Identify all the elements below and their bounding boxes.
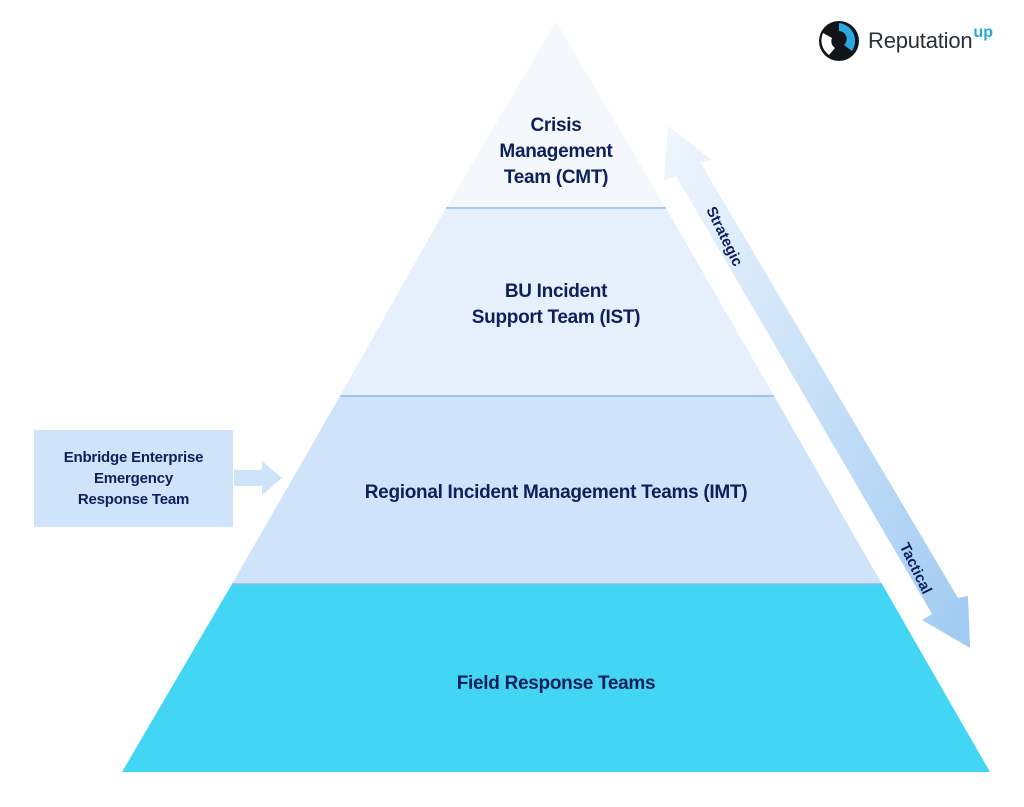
side-box-arrow-icon <box>234 461 282 495</box>
side-box-line: Response Team <box>77 491 190 508</box>
logo-wordmark: Reputation <box>868 28 973 53</box>
tier-label-imt: Regional Incident Management Teams (IMT) <box>300 480 812 506</box>
tier-bu-incident-support <box>340 208 774 396</box>
tier-label-line: Management <box>499 141 613 162</box>
reputationup-logo-mark-icon <box>819 21 859 61</box>
tier-label-field: Field Response Teams <box>356 671 756 697</box>
tier-regional-incident-management <box>232 396 882 584</box>
tier-field-response <box>122 584 990 772</box>
reputationup-logo: Reputation up <box>818 18 993 64</box>
tier-label-line: Team (CMT) <box>503 167 609 188</box>
tier-label-cmt: Crisis Management Team (CMT) <box>446 113 666 191</box>
logo-superscript: up <box>973 24 993 41</box>
strategic-tactical-arrow <box>664 126 970 648</box>
tier-label-line: BU Incident <box>504 281 608 302</box>
tier-label-line: Field Response Teams <box>456 673 656 694</box>
side-box-line: Emergency <box>93 470 174 487</box>
enbridge-response-team-box: Enbridge Enterprise Emergency Response T… <box>34 430 233 527</box>
tier-label-ist: BU Incident Support Team (IST) <box>406 279 706 331</box>
tier-label-line: Support Team (IST) <box>471 307 641 328</box>
tier-label-line: Regional Incident Management Teams (IMT) <box>364 482 748 503</box>
side-box-line: Enbridge Enterprise <box>63 449 204 466</box>
tier-crisis-management <box>446 22 666 208</box>
tier-label-line: Crisis <box>530 115 582 136</box>
